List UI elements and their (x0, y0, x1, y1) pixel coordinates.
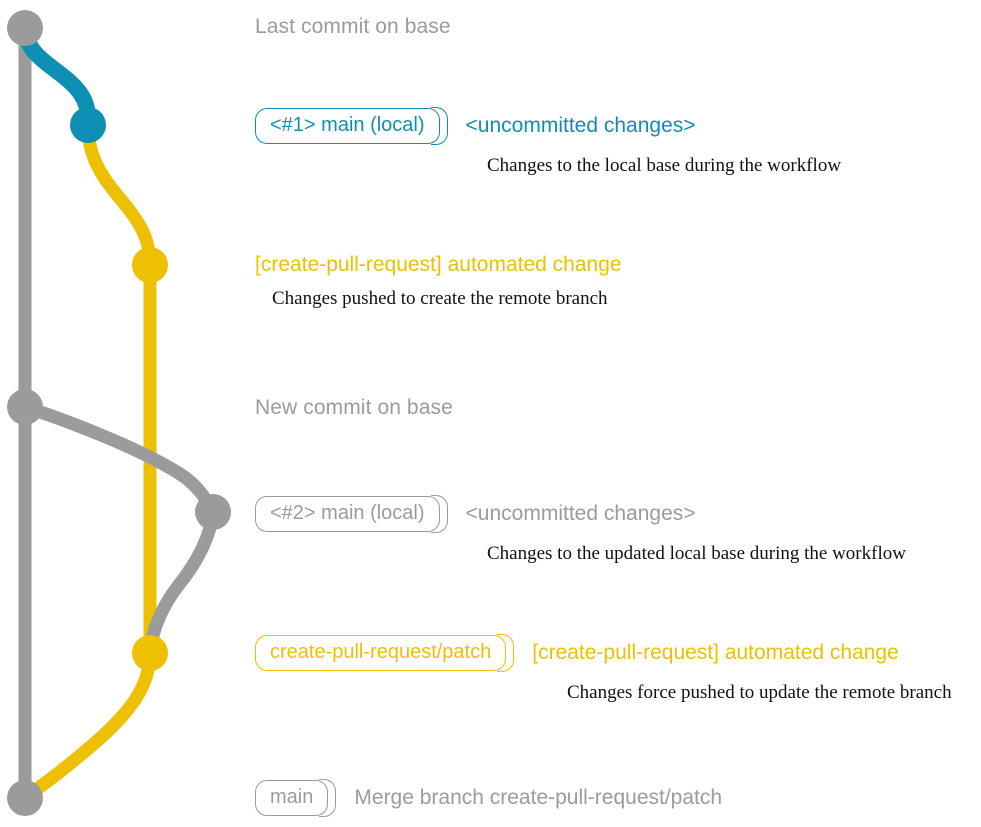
commit-headline: [create-pull-request] automated change (255, 253, 622, 276)
commit-headline: [create-pull-request] automated change (532, 640, 899, 664)
branch-line-patch (81, 118, 157, 660)
commit-row-local-uncommitted-2: <#2> main (local) <uncommitted changes> … (255, 495, 906, 566)
branch-badge-wrap: create-pull-request/patch (255, 634, 515, 672)
commit-description: Changes pushed to create the remote bran… (272, 288, 608, 310)
branch-badge-wrap: main (255, 779, 337, 817)
commit-row-new-commit-on-base: New commit on base (255, 396, 453, 420)
branch-line-merge (18, 646, 157, 805)
branch-badge-create-pull-request-patch[interactable]: create-pull-request/patch (255, 634, 515, 672)
commit-headline: Merge branch create-pull-request/patch (354, 785, 723, 809)
commit-description: Changes to the local base during the wor… (487, 155, 842, 176)
commit-node-base-last[interactable] (7, 10, 43, 46)
commit-row-automated-change-2: create-pull-request/patch [create-pull-r… (255, 634, 952, 705)
branch-badge-main-local-2[interactable]: <#2> main (local) (255, 495, 448, 533)
commit-node-base-new[interactable] (7, 389, 43, 425)
commit-node-patch-1[interactable] (132, 247, 168, 283)
branch-line-local-2 (18, 400, 220, 660)
branch-badge-wrap: <#1> main (local) (255, 107, 448, 145)
commit-description: Changes to the updated local base during… (487, 543, 906, 564)
branch-badge-main[interactable]: main (255, 779, 337, 817)
commit-description: Changes force pushed to update the remot… (567, 682, 952, 703)
commit-node-local-1[interactable] (70, 107, 106, 143)
commit-node-merge[interactable] (7, 780, 43, 816)
commit-headline: New commit on base (255, 396, 453, 419)
commit-row-automated-change-1: [create-pull-request] automated change C… (255, 253, 622, 311)
commit-headline: Last commit on base (255, 15, 451, 38)
branch-badge-main-local-1[interactable]: <#1> main (local) (255, 107, 448, 145)
branch-badge-wrap: <#2> main (local) (255, 495, 448, 533)
commit-headline: <uncommitted changes> (465, 113, 696, 137)
commit-node-local-2[interactable] (195, 494, 231, 530)
commit-row-merge-commit: main Merge branch create-pull-request/pa… (255, 779, 723, 817)
commit-node-patch-2[interactable] (132, 635, 168, 671)
commit-row-last-commit-on-base: Last commit on base (255, 15, 451, 39)
commit-headline: <uncommitted changes> (465, 501, 696, 525)
commit-row-local-uncommitted-1: <#1> main (local) <uncommitted changes> … (255, 107, 842, 178)
